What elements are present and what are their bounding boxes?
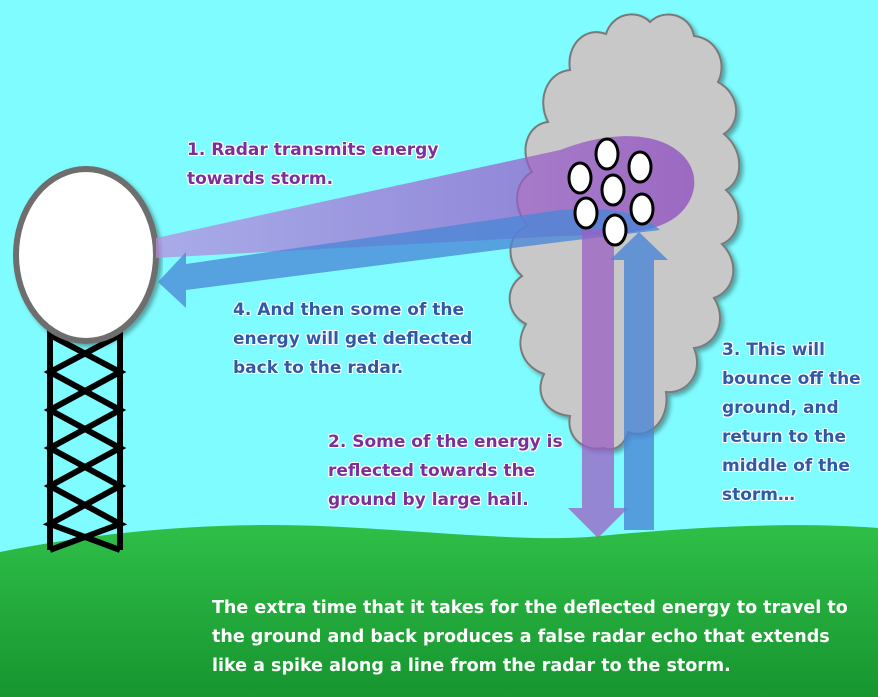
step-1-line: 1. Radar transmits energy <box>187 140 439 160</box>
step-3-line: 3. This will <box>722 340 825 360</box>
radar-dome-icon <box>13 166 159 344</box>
step-2-line: reflected towards the <box>328 461 536 481</box>
step-4-line: energy will get deflected <box>233 329 473 349</box>
reflected-down-arrow <box>568 230 628 538</box>
step-3-label: 3. This will bounce off the ground, and … <box>722 336 861 510</box>
ground <box>0 525 878 697</box>
hailstone-icon <box>629 192 655 226</box>
explanation-caption: The extra time that it takes for the def… <box>212 594 848 681</box>
step-4-line: 4. And then some of the <box>233 300 465 320</box>
step-1-line: towards storm. <box>187 169 334 189</box>
hailstone-icon <box>600 173 626 207</box>
step-2-line: 2. Some of the energy is <box>328 432 563 452</box>
step-3-line: return to the <box>722 427 847 447</box>
hailstone-icon <box>602 213 628 247</box>
step-3-line: storm… <box>722 485 796 505</box>
caption-line: the ground and back produces a false rad… <box>212 627 830 647</box>
step-3-line: middle of the <box>722 456 850 476</box>
step-1-label: 1. Radar transmits energy towards storm. <box>187 136 438 194</box>
hailstone-icon <box>573 196 599 230</box>
step-2-label: 2. Some of the energy is reflected towar… <box>328 428 563 515</box>
caption-line: like a spike along a line from the radar… <box>212 656 731 676</box>
step-3-line: ground, and <box>722 398 839 418</box>
hailstone-cluster <box>567 137 655 247</box>
step-3-line: bounce off the <box>722 369 861 389</box>
lattice-tower-icon <box>42 322 128 553</box>
caption-line: The extra time that it takes for the def… <box>212 598 848 618</box>
hailstone-icon <box>594 137 620 171</box>
returned-beam-arrow <box>158 208 660 308</box>
hailstone-icon <box>627 150 653 184</box>
hailstone-icon <box>567 161 593 195</box>
step-4-line: back to the radar. <box>233 358 404 378</box>
step-4-label: 4. And then some of the energy will get … <box>233 296 472 383</box>
step-2-line: ground by large hail. <box>328 490 529 510</box>
bounce-up-arrow <box>610 232 668 530</box>
